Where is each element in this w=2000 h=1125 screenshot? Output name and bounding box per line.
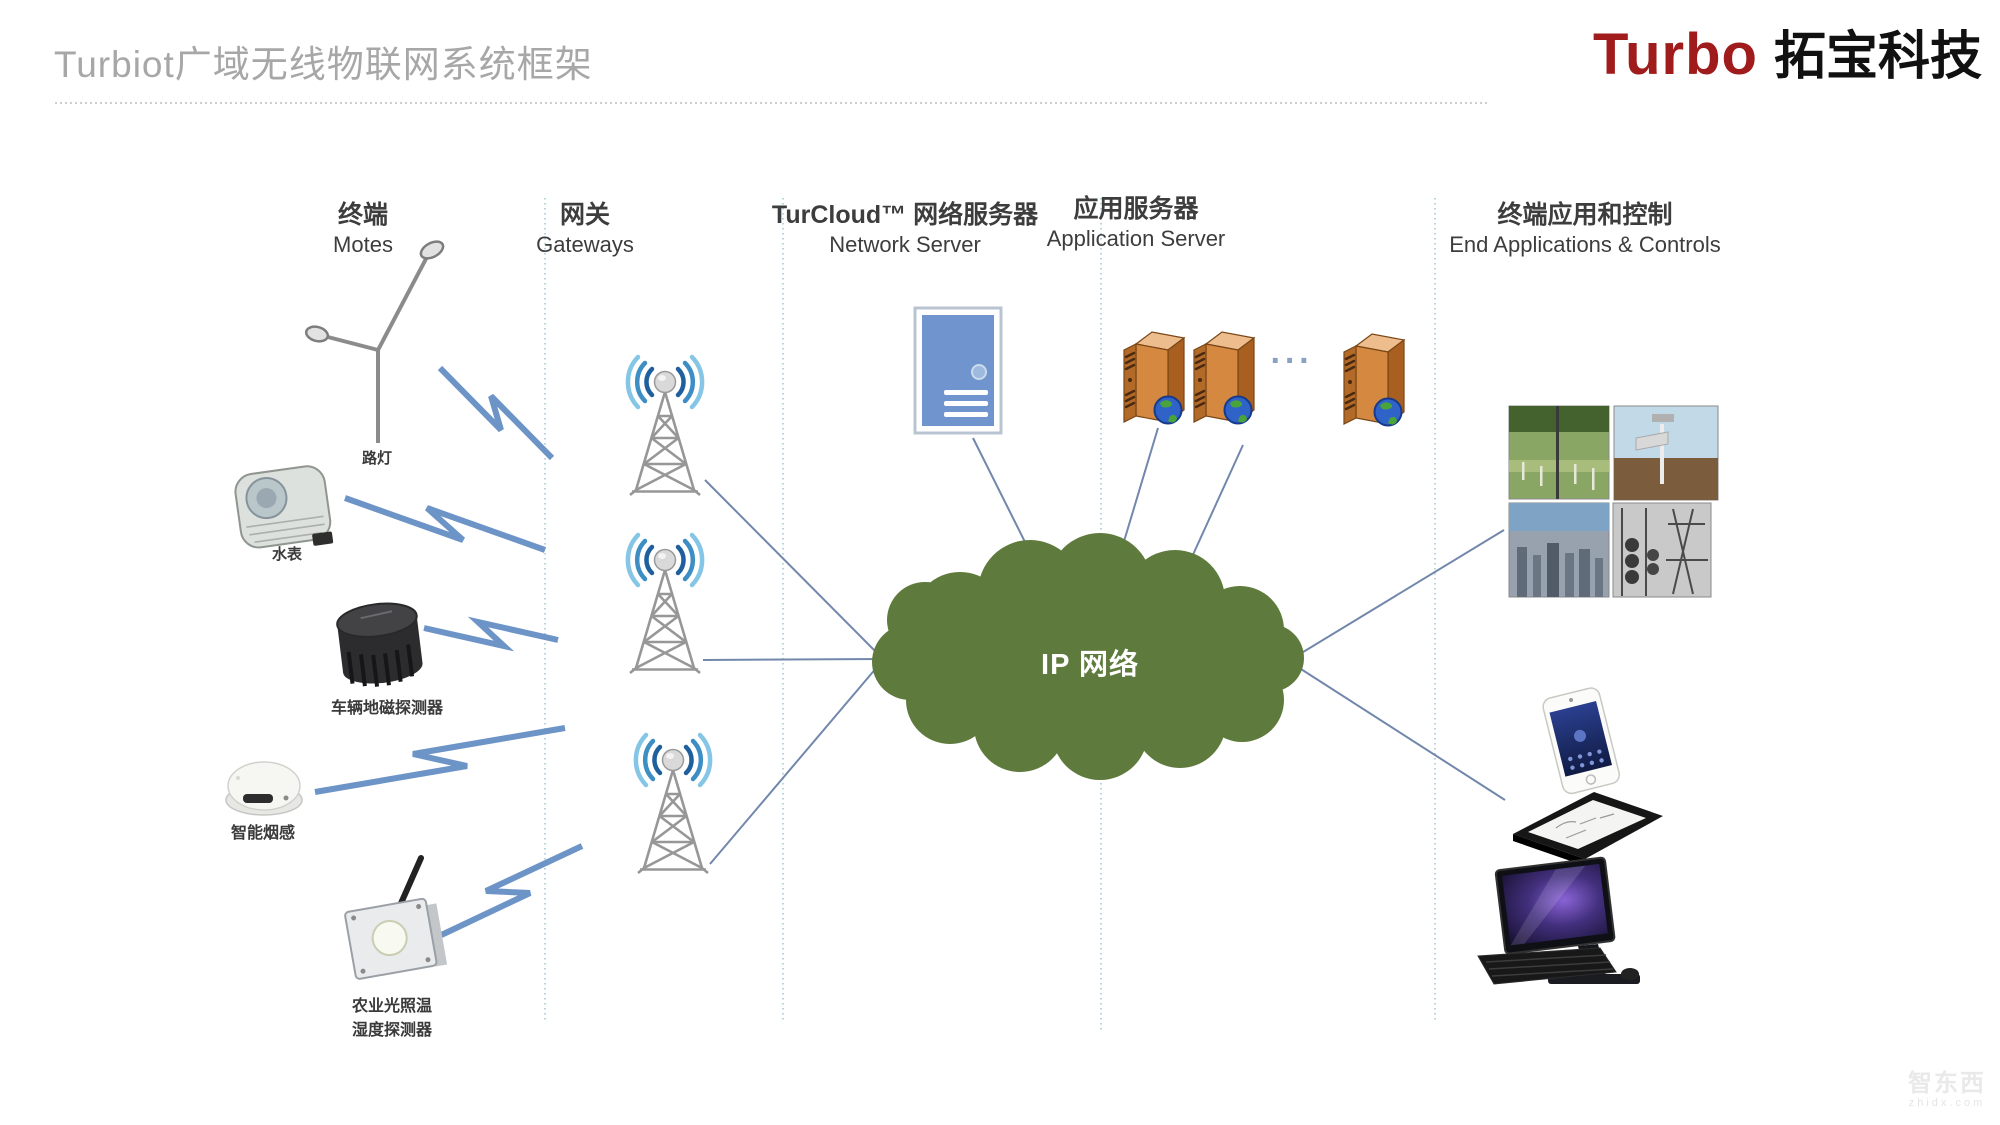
photo-city xyxy=(1508,502,1610,598)
column-header-cn: TurCloud™ 网络服务器 xyxy=(771,201,1039,229)
column-header-application-server: 应用服务器 Application Server xyxy=(976,194,1296,253)
smartphone-icon xyxy=(1542,687,1621,795)
connector-gateway2-cloud xyxy=(702,658,884,661)
radio-links xyxy=(314,365,584,941)
ip-network-label: IP 网络 xyxy=(1041,649,1139,681)
column-header-cn: 终端 xyxy=(337,201,388,229)
radio-tower-icon xyxy=(628,535,702,673)
server-ellipsis: ··· xyxy=(1270,342,1314,380)
tablet-icon xyxy=(1513,792,1663,866)
street-lamp-icon xyxy=(304,240,445,443)
connector-lines xyxy=(702,427,1506,865)
column-header-en: End Applications & Controls xyxy=(1449,232,1721,258)
lightning-bolt-icon xyxy=(437,365,555,461)
label-agri-sensor: 农业光照温 湿度探测器 xyxy=(352,992,448,1040)
column-header-motes: 终端 Motes xyxy=(203,200,523,259)
vehicle-detector-icon xyxy=(336,602,423,687)
column-header-en: Gateways xyxy=(536,232,634,258)
column-header-en: Motes xyxy=(333,232,393,258)
photo-weather-station xyxy=(1613,405,1719,501)
ip-network-cloud xyxy=(872,533,1304,780)
column-header-en: Application Server xyxy=(1046,226,1226,252)
connector-gateway3-cloud xyxy=(709,659,884,865)
connector-cloud-devices xyxy=(1289,661,1506,801)
watermark: 智东西 zhidx.com xyxy=(1908,1069,1986,1109)
radio-tower-icon xyxy=(628,357,702,495)
water-meter-icon xyxy=(234,465,334,549)
lightning-bolt-icon xyxy=(343,495,547,553)
column-header-cn: 应用服务器 xyxy=(1073,195,1199,223)
app-server-icon xyxy=(1192,330,1256,425)
logo-wordmark: Turbo xyxy=(1593,22,1758,87)
logo-company-name: 拓宝科技 xyxy=(1773,28,1982,86)
connector-cloud-photos xyxy=(1289,529,1505,661)
page-title: Turbiot广域无线物联网系统框架 xyxy=(54,44,593,85)
smoke-sensor-icon xyxy=(225,761,303,816)
application-photos xyxy=(1508,405,1719,598)
column-header-cn: 终端应用和控制 xyxy=(1497,201,1673,229)
network-server-icon xyxy=(913,306,1003,435)
connector-appserver2-cloud xyxy=(1185,444,1244,571)
label-street-lamp: 路灯 xyxy=(361,450,392,467)
app-server-icon xyxy=(1342,332,1406,427)
label-smoke-sensor: 智能烟感 xyxy=(230,825,295,842)
radio-tower-icon xyxy=(636,735,710,873)
desktop-computer-icon xyxy=(1477,856,1640,985)
photo-farm xyxy=(1508,405,1610,500)
column-header-end-applications: 终端应用和控制 End Applications & Controls xyxy=(1425,200,1745,259)
column-header-cn: 网关 xyxy=(559,201,610,229)
app-server-icon xyxy=(1122,330,1186,425)
label-vehicle-detector: 车辆地磁探测器 xyxy=(330,700,443,717)
label-agri-sensor-line1: 农业光照温 xyxy=(352,998,433,1015)
photo-power-grid xyxy=(1612,502,1712,598)
company-logo: Turbo 拓宝科技 xyxy=(1593,14,1982,89)
label-agri-sensor-line2: 湿度探测器 xyxy=(352,1022,433,1039)
lightning-bolt-icon xyxy=(423,616,559,652)
column-header-en: Network Server xyxy=(829,232,981,258)
agri-sensor-icon xyxy=(344,855,448,980)
lightning-bolt-icon xyxy=(314,725,566,795)
connector-gateway1-cloud xyxy=(704,479,884,660)
column-header-gateways: 网关 Gateways xyxy=(425,200,745,259)
column-header-network-server: TurCloud™ 网络服务器 Network Server xyxy=(745,200,1065,259)
watermark-domain: zhidx.com xyxy=(1908,1096,1986,1109)
label-water-meter: 水表 xyxy=(271,546,302,563)
lightning-bolt-icon xyxy=(433,843,584,941)
watermark-brand: 智东西 xyxy=(1908,1069,1986,1097)
